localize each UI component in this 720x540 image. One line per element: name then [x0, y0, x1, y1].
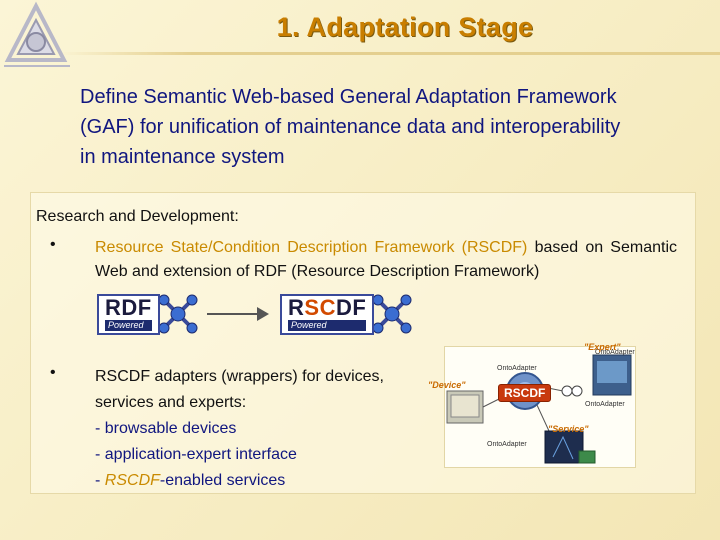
- slide-title: 1. Adaptation Stage: [276, 12, 534, 42]
- bullet-2: •: [50, 364, 56, 381]
- item-adapters: RSCDF adapters (wrappers) for devices, s…: [95, 364, 425, 494]
- adapter-label-3: OntoAdapter: [487, 441, 527, 448]
- rscdf-powered-badge: RSCDF Powered: [280, 293, 414, 335]
- sub3-highlight: RSCDF: [104, 472, 160, 489]
- adapter-label-2: OntoAdapter: [585, 401, 625, 408]
- rdf-powered-badge: RDF Powered: [97, 293, 200, 335]
- item-rscdf: Resource State/Condition Description Fra…: [95, 236, 677, 284]
- sub3-prefix: -: [95, 472, 105, 489]
- arrow-right-icon: [207, 307, 269, 321]
- rdf-badge-text: RDF: [105, 294, 152, 320]
- rscdf-center-tag: RSCDF: [498, 384, 552, 402]
- rscdf-graph-icon: [372, 294, 412, 334]
- rd-heading: Research and Development:: [36, 208, 239, 225]
- adapters-sub-2: - application-expert interface: [95, 446, 297, 463]
- rscdf-badge-sc: SC: [304, 294, 336, 320]
- adapter-label-4: OntoAdapter: [595, 349, 635, 356]
- intro-text: Define Semantic Web-based General Adapta…: [80, 86, 621, 168]
- service-label: "Service": [548, 424, 589, 434]
- adapters-sub-1: - browsable devices: [95, 420, 237, 437]
- expert-label: "Expert": [584, 342, 621, 352]
- adapter-diagram: OntoAdapter OntoAdapter OntoAdapter Onto…: [444, 346, 636, 468]
- rscdf-badge-df: DF: [335, 294, 367, 320]
- rdf-graph-icon: [158, 294, 198, 334]
- logo-icon: [4, 1, 70, 67]
- item1-rest: based on Semantic Web and extension of R…: [95, 239, 678, 280]
- adapters-main: RSCDF adapters (wrappers) for devices, s…: [95, 368, 384, 411]
- rscdf-highlight: Resource State/Condition Description Fra…: [95, 239, 528, 256]
- adapters-sub-3: - RSCDF-enabled services: [95, 468, 425, 494]
- device-label: "Device": [428, 380, 466, 390]
- rscdf-powered-label: Powered: [288, 319, 367, 331]
- rdf-powered-label: Powered: [105, 319, 152, 331]
- rscdf-badge-text: RSCDF: [288, 294, 367, 320]
- rscdf-badge-r: R: [288, 294, 305, 320]
- title-divider: [60, 52, 720, 55]
- adapter-label-1: OntoAdapter: [497, 365, 537, 372]
- bullet-1: •: [50, 236, 56, 253]
- sub3-suffix: -enabled services: [159, 472, 286, 489]
